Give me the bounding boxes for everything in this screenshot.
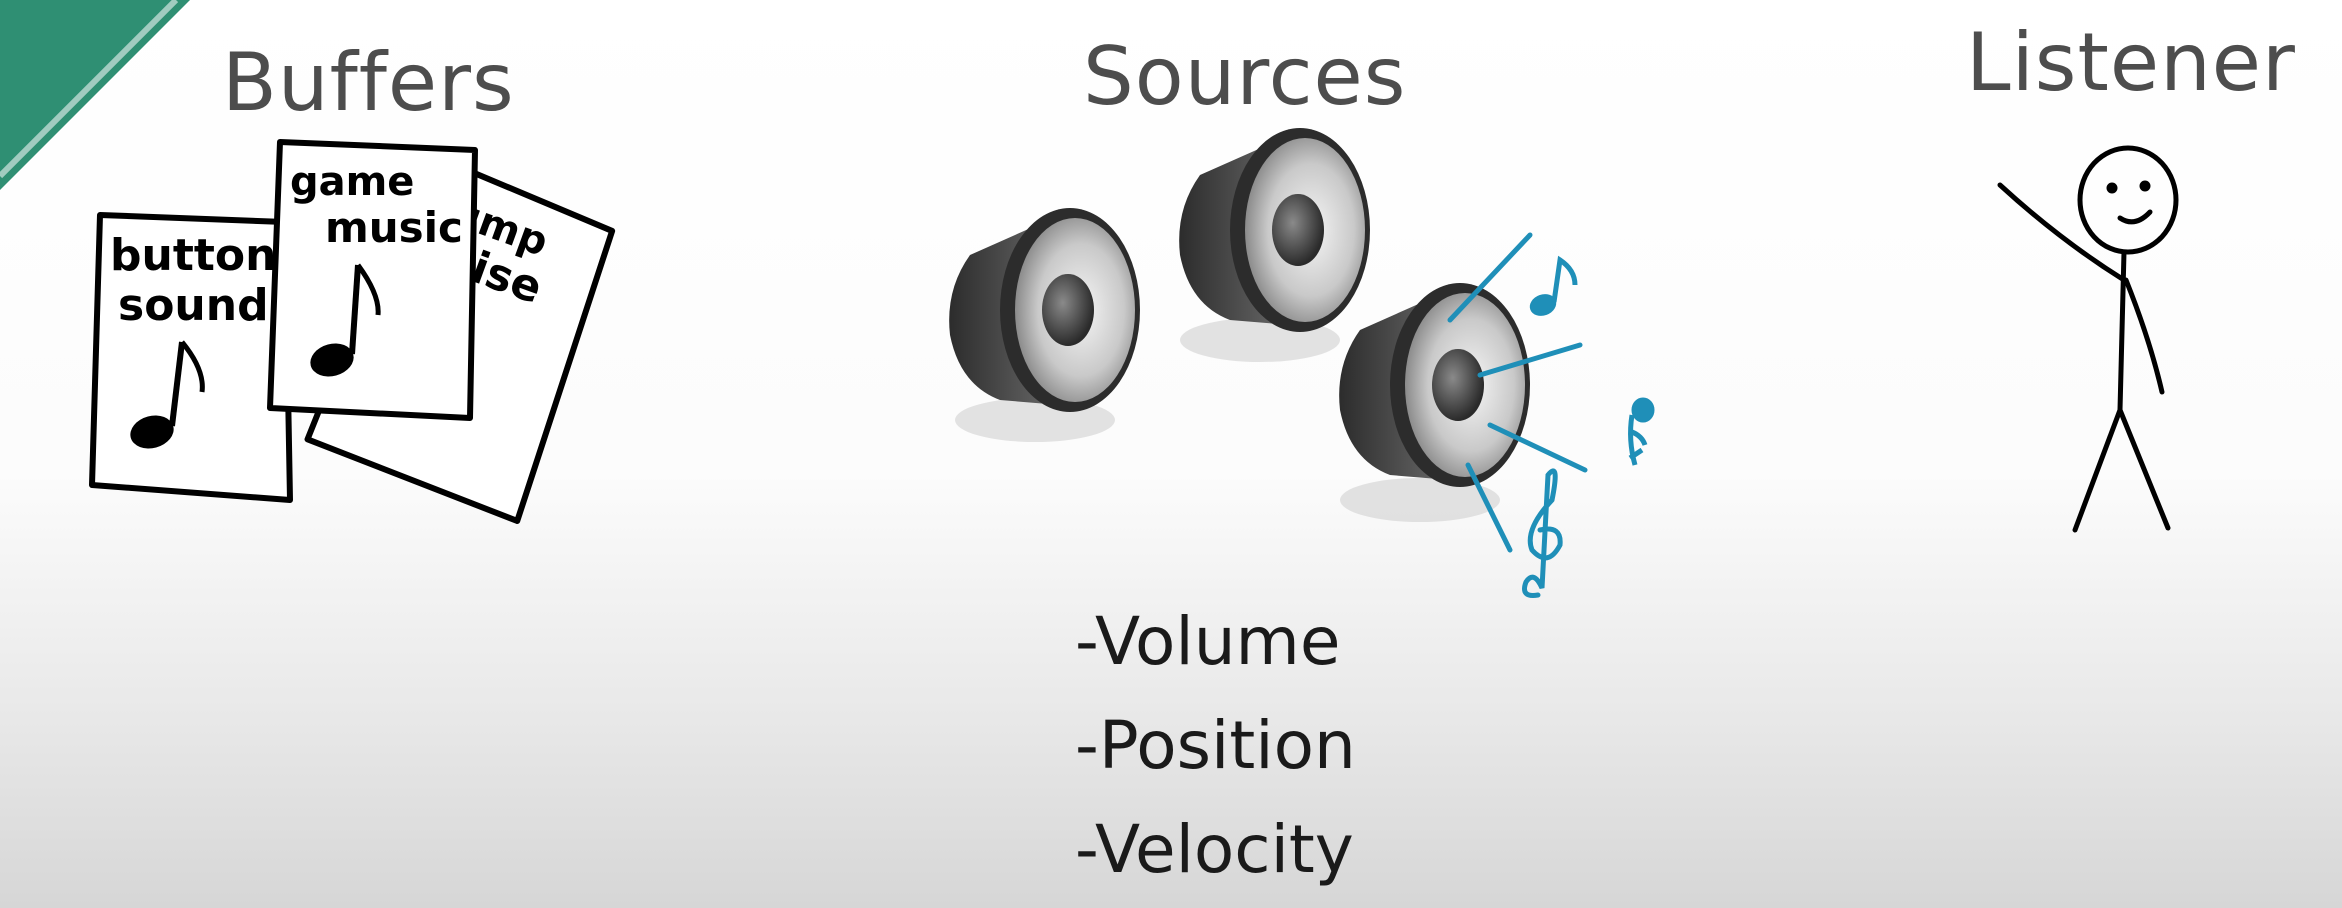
buffer-page-game-music-line1: game — [290, 159, 414, 205]
buffer-page-button-sound-line2: sound — [118, 280, 269, 331]
sources-heading: Sources — [1083, 30, 1407, 123]
sources-illustration — [949, 128, 1655, 598]
music-note-icon — [1628, 397, 1655, 466]
source-properties-list: -Volume -Position -Velocity — [1075, 590, 1356, 902]
listener-heading: Listener — [1966, 16, 2296, 109]
speaker-icon — [1339, 283, 1530, 522]
buffer-page-game-music: game music — [267, 139, 478, 421]
buffer-page-game-music-line2: music — [325, 203, 463, 252]
music-note-icon — [1529, 255, 1578, 316]
sound-wave-lines — [1447, 232, 1588, 553]
buffers-heading: Buffers — [222, 36, 515, 129]
buffer-page-button-sound: button sound — [89, 212, 293, 503]
music-note-icon — [130, 340, 205, 449]
listener-illustration — [1997, 145, 2179, 533]
music-note-icon — [310, 263, 381, 377]
property-volume: -Volume — [1075, 603, 1341, 680]
corner-ribbon-decoration — [0, 0, 190, 190]
speaker-icon — [1179, 128, 1370, 362]
buffers-illustration: jump noise button sound game music — [89, 139, 616, 524]
buffer-page-button-sound-line1: button — [110, 230, 276, 281]
treble-clef-icon — [1522, 468, 1563, 598]
speaker-icon — [949, 208, 1140, 442]
stick-figure-icon — [1997, 145, 2179, 533]
property-position: -Position — [1075, 707, 1356, 784]
property-velocity: -Velocity — [1075, 811, 1354, 888]
